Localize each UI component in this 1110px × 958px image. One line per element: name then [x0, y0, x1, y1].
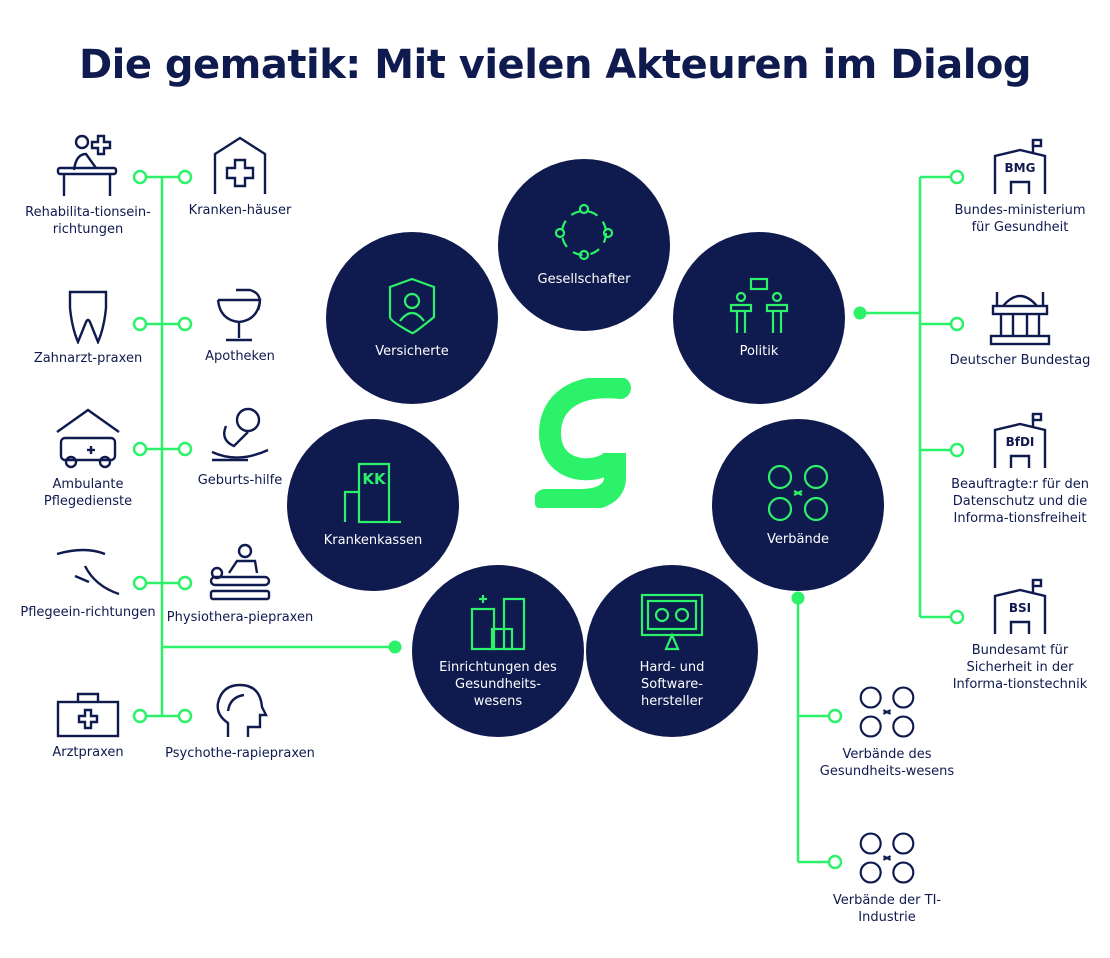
item-label: Rehabilita-tionsein-richtungen	[25, 205, 151, 237]
left-item-krankenhaeuser[interactable]: Kranken-häuser	[165, 136, 315, 219]
building-flag-icon: BSI	[993, 578, 1047, 634]
physio-icon	[209, 543, 271, 601]
home-care-car-icon	[56, 408, 120, 469]
rehab-icon	[56, 134, 118, 196]
circle-politik[interactable]: Politik	[673, 232, 845, 404]
gematik-logo-icon	[535, 378, 631, 508]
circle-label: Versicherte	[375, 343, 449, 359]
item-label: Beauftragte:r für den Datenschutz und di…	[951, 477, 1089, 526]
circle-verbaende[interactable]: Verbände	[712, 419, 884, 591]
kk-icon-text: KK	[362, 470, 387, 488]
item-label: Kranken-häuser	[188, 203, 292, 218]
people-circle-icon	[554, 203, 614, 260]
left-item-apotheken[interactable]: Apotheken	[165, 286, 315, 365]
circle-label: Gesellschafter	[537, 271, 631, 287]
item-label: Bundesamt für Sicherheit in der Informa-…	[952, 643, 1088, 692]
left-item-arztpraxen[interactable]: Arztpraxen	[13, 692, 163, 761]
shield-person-icon	[388, 277, 436, 334]
head-icon	[216, 683, 268, 737]
circle-label: Krankenkassen	[323, 532, 423, 548]
left-item-rehabilitation[interactable]: Rehabilita-tionsein-richtungen	[13, 134, 163, 238]
item-label: Geburts-hilfe	[197, 473, 283, 488]
bottom-item-verbaende-gesundheitswesen[interactable]: Verbände des Gesundheits-wesens	[812, 684, 962, 780]
tooth-icon	[68, 290, 108, 344]
circle-gesellschafter[interactable]: Gesellschafter	[498, 159, 670, 331]
item-label: Verbände des Gesundheits-wesens	[819, 747, 955, 779]
item-label: Pflegeein-richtungen	[20, 605, 156, 620]
circle-label: Verbände	[767, 531, 829, 547]
circle-versicherte[interactable]: Versicherte	[326, 232, 498, 404]
left-item-pflegeeinrichtungen[interactable]: Pflegeein-richtungen	[13, 548, 163, 621]
circle-hard-software[interactable]: Hard- und Software-hersteller	[586, 565, 758, 737]
item-label: Zahnarzt-praxen	[33, 351, 143, 366]
item-label: Deutscher Bundestag	[949, 353, 1091, 368]
caring-hands-icon	[56, 548, 120, 596]
monitor-gears-icon	[640, 593, 704, 650]
left-item-psychotherapie[interactable]: Psychothe-rapiepraxen	[165, 683, 315, 762]
hospital-icon	[213, 136, 267, 194]
left-item-ambulante-pflege[interactable]: Ambulante Pflegedienste	[13, 408, 163, 510]
right-item-bmg[interactable]: BMG Bundes-ministerium für Gesundheit	[945, 138, 1095, 236]
circle-label: Einrichtungen des Gesundheits-wesens	[439, 659, 557, 709]
podium-speakers-icon	[729, 277, 789, 333]
health-buildings-icon	[470, 594, 526, 650]
item-label: Ambulante Pflegedienste	[43, 477, 133, 509]
left-item-physiotherapie[interactable]: Physiothera-piepraxen	[165, 543, 315, 626]
right-item-bsi[interactable]: BSI Bundesamt für Sicherheit in der Info…	[945, 578, 1095, 693]
page-title: Die gematik: Mit vielen Akteuren im Dial…	[78, 42, 1032, 88]
circle-label: Politik	[739, 343, 779, 359]
right-item-bundestag[interactable]: Deutscher Bundestag	[945, 288, 1095, 369]
building-flag-icon: BMG	[993, 138, 1047, 194]
building-flag-icon: BfDI	[993, 412, 1047, 468]
item-label: Bundes-ministerium für Gesundheit	[954, 203, 1086, 235]
bottom-item-verbaende-ti-industrie[interactable]: Verbände der TI-Industrie	[812, 830, 962, 926]
item-label: Psychothe-rapiepraxen	[165, 746, 315, 761]
medical-case-icon	[56, 692, 120, 738]
item-label: Apotheken	[205, 349, 275, 364]
icon-text: BfDI	[1006, 435, 1035, 449]
associations-icon	[859, 686, 915, 738]
item-label: Verbände der TI-Industrie	[832, 893, 942, 925]
icon-text: BMG	[1005, 161, 1036, 175]
left-item-zahnarzt[interactable]: Zahnarzt-praxen	[13, 288, 163, 367]
left-item-geburtshilfe[interactable]: Geburts-hilfe	[165, 406, 315, 489]
icon-text: BSI	[1009, 601, 1031, 615]
circle-krankenkassen[interactable]: KK Krankenkassen	[287, 419, 459, 591]
circle-label: Hard- und Software-hersteller	[639, 659, 705, 709]
item-label: Physiothera-piepraxen	[166, 610, 314, 625]
associations-icon	[859, 832, 915, 884]
pharmacy-icon	[216, 288, 262, 342]
baby-hand-icon	[211, 407, 269, 462]
bundestag-icon	[989, 292, 1051, 346]
kk-building-icon: KK	[343, 462, 401, 523]
circle-einrichtungen[interactable]: Einrichtungen des Gesundheits-wesens	[412, 565, 584, 737]
item-label: Arztpraxen	[52, 745, 124, 760]
right-item-bfdi[interactable]: BfDI Beauftragte:r für den Datenschutz u…	[945, 412, 1095, 527]
associations-icon	[767, 464, 829, 521]
